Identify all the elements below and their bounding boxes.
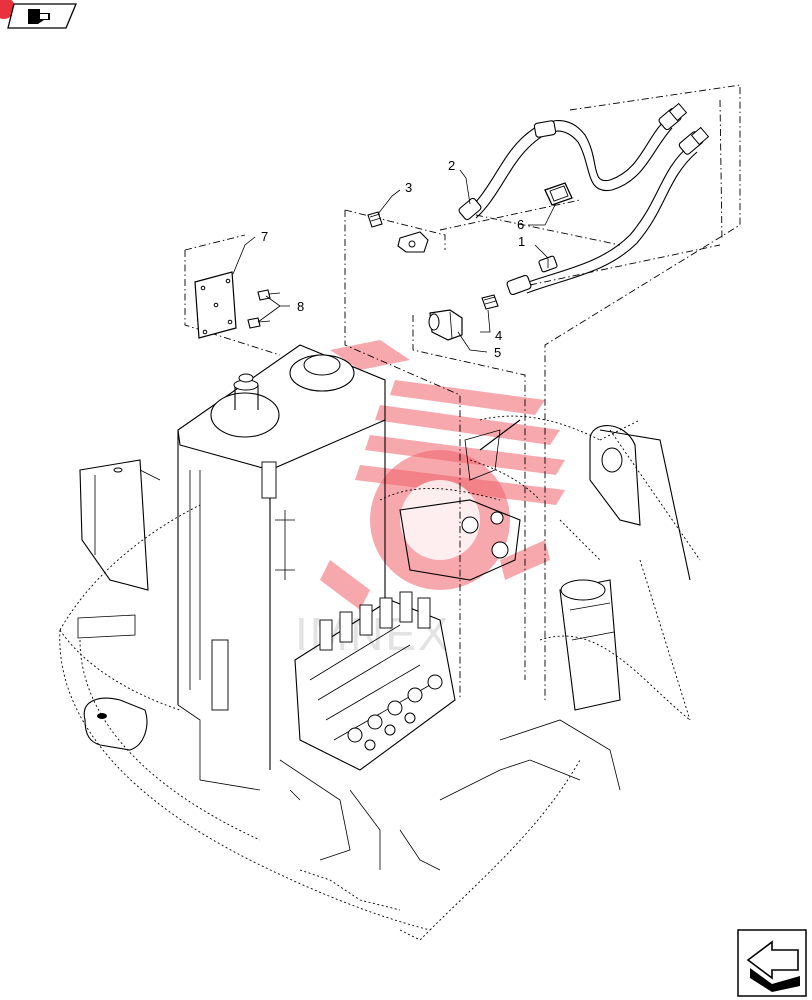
lower-linkage (279, 719, 621, 911)
swivel-joint (559, 579, 621, 711)
pump-housing (399, 419, 521, 581)
hose-2 (458, 102, 688, 221)
bolts-8 (247, 289, 281, 329)
book-arrow-icon (28, 9, 50, 24)
callout-5: 5 (494, 345, 501, 360)
next-page-button[interactable] (737, 929, 807, 997)
swing-bracket (589, 425, 691, 581)
callout-8: 8 (297, 299, 304, 314)
next-page-arrow-icon (746, 940, 800, 992)
callout-6: 6 (517, 217, 524, 232)
counterweight-pad (83, 697, 148, 751)
leader-dash-lines (184, 84, 741, 700)
clamp-6 (544, 182, 573, 206)
control-valve-block (294, 591, 456, 771)
valve-spools (319, 591, 431, 651)
callout-3: 3 (405, 180, 412, 195)
cover-plate-7 (194, 271, 237, 339)
hose-1 (506, 126, 710, 296)
back-to-index-button[interactable] (0, 0, 77, 29)
hydraulic-tank (177, 344, 386, 791)
side-plate (77, 614, 136, 639)
callout-4: 4 (495, 328, 502, 343)
callout-2: 2 (448, 158, 455, 173)
elbow-fitting-5 (428, 309, 463, 341)
callout-7: 7 (261, 229, 268, 244)
valve-ports (347, 674, 443, 751)
left-mount-bracket (79, 459, 161, 591)
callout-labels: 1 2 3 4 5 6 7 8 (261, 158, 525, 360)
adapter-4 (481, 294, 499, 310)
upper-frame-outline (59, 415, 701, 941)
fitting-3 (367, 211, 429, 253)
callout-1: 1 (518, 234, 525, 249)
callout-leaders (232, 169, 557, 353)
